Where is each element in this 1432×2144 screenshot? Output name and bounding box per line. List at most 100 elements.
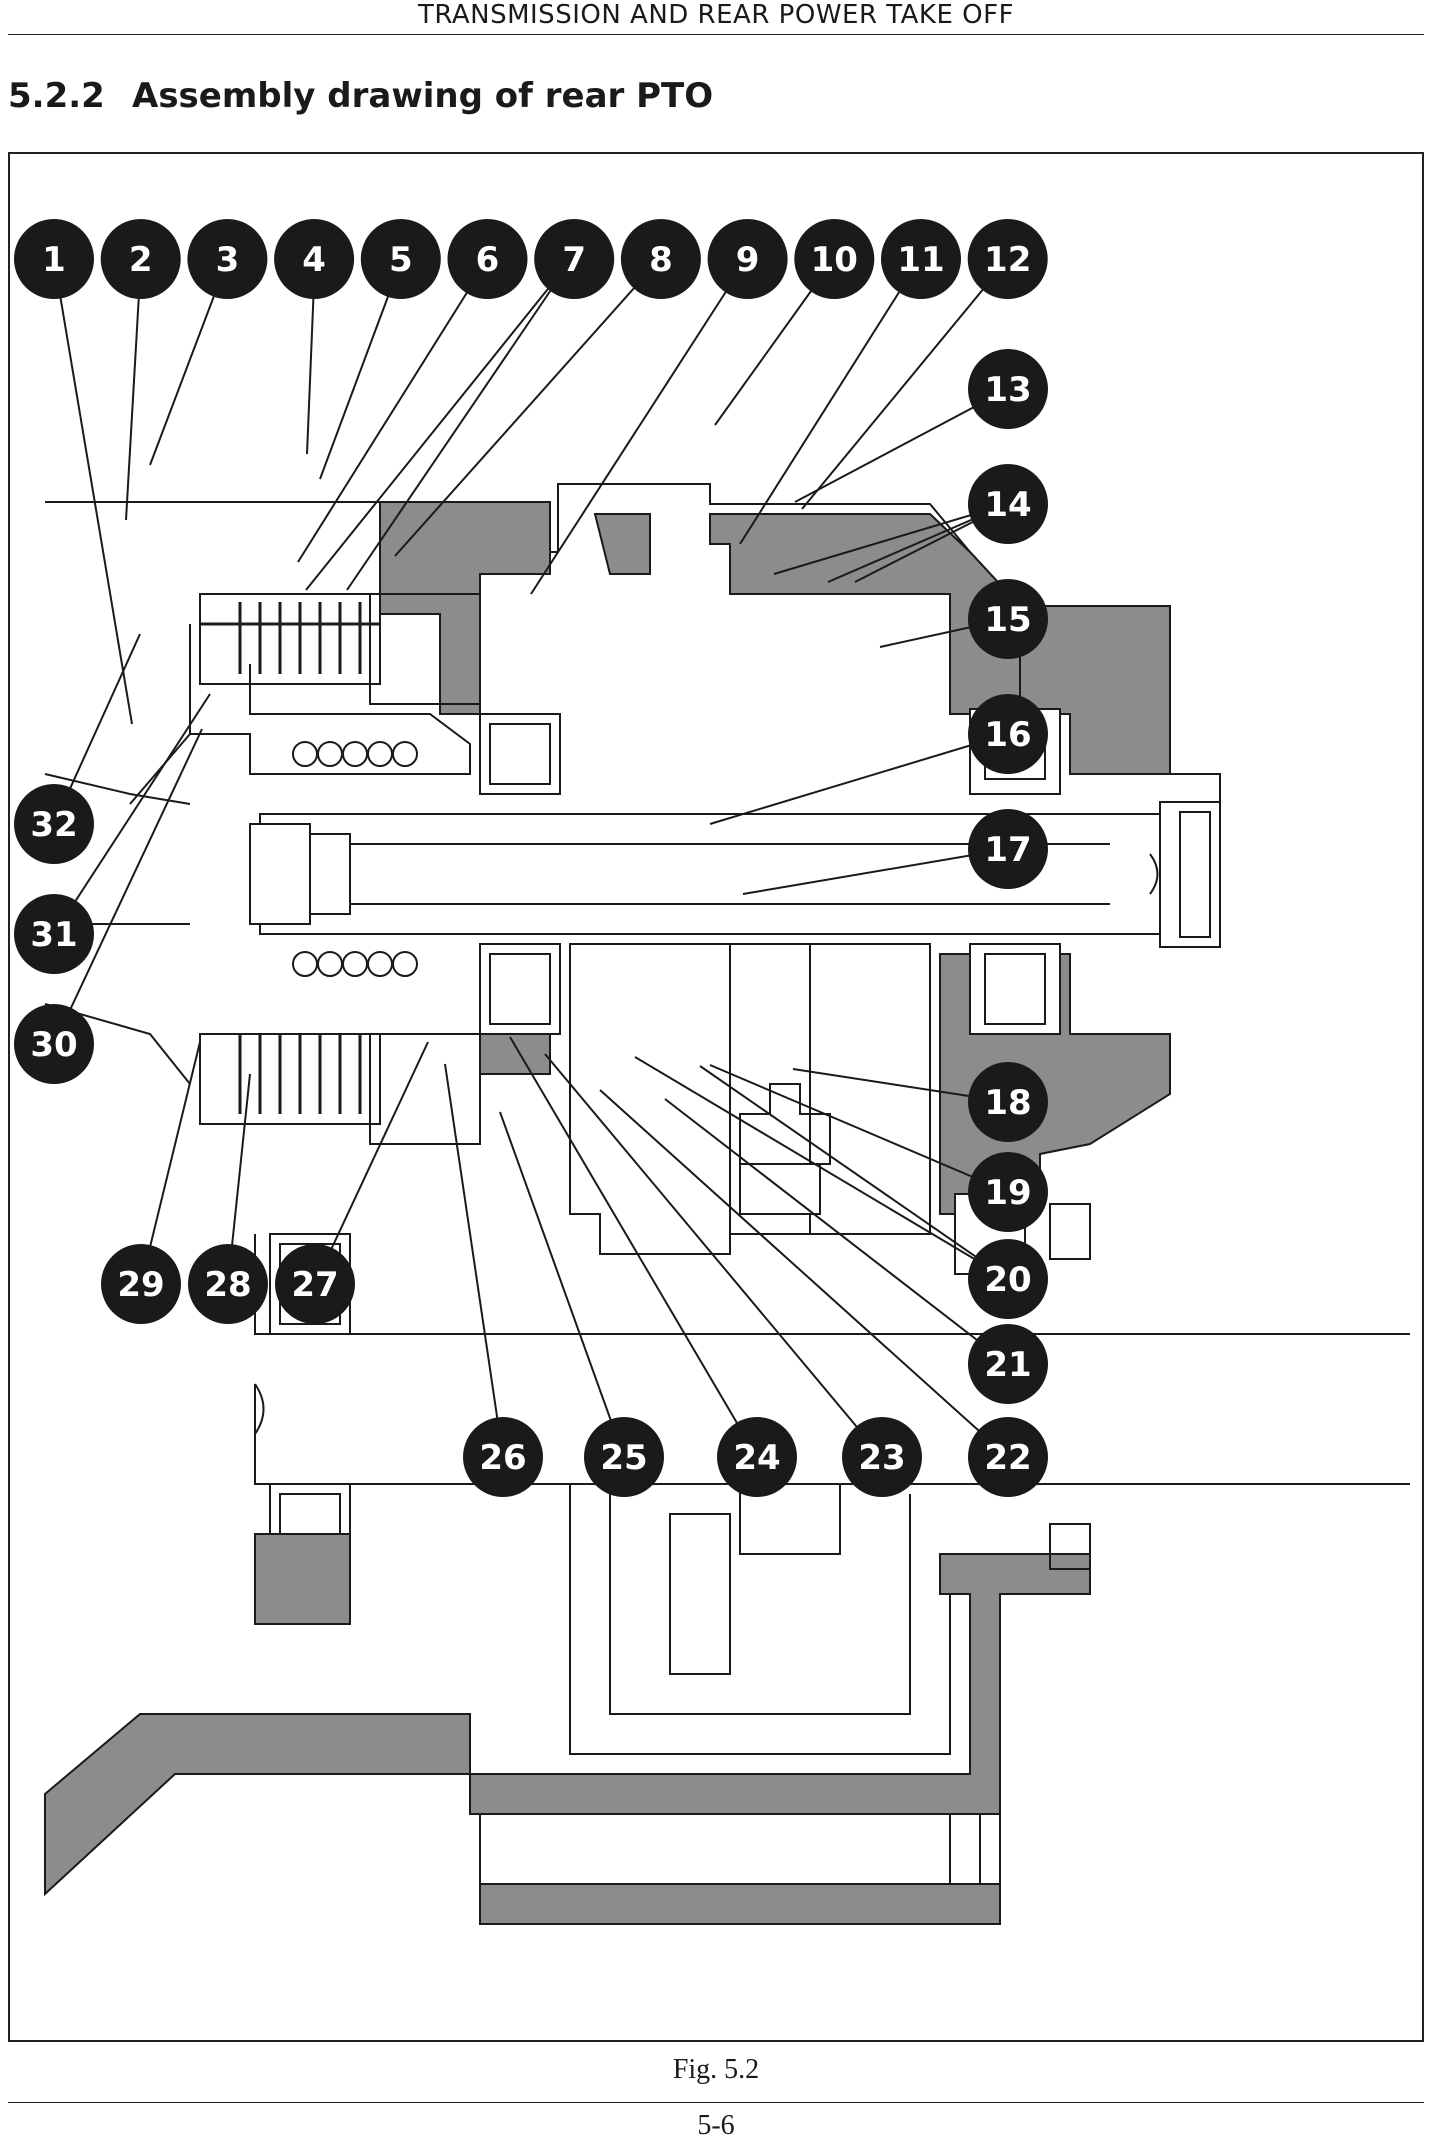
callout-label: 21 — [984, 1345, 1031, 1385]
running-header-title: TRANSMISSION AND REAR POWER TAKE OFF — [417, 0, 1015, 30]
callout-label: 1 — [42, 240, 66, 280]
callout-label: 24 — [733, 1438, 780, 1478]
callout-circle — [188, 1244, 268, 1324]
callout-circle — [794, 219, 875, 299]
callout-4: 4 — [274, 219, 355, 299]
callout-25: 25 — [584, 1417, 664, 1497]
callout-circle — [584, 1417, 664, 1497]
callout-label: 27 — [291, 1265, 338, 1305]
callout-label: 14 — [984, 485, 1031, 525]
callout-circle — [100, 219, 181, 299]
callout-label: 26 — [479, 1438, 526, 1478]
callout-circle — [360, 219, 441, 299]
callout-label: 5 — [389, 240, 413, 280]
callout-16: 16 — [968, 694, 1048, 774]
callout-circle — [968, 1324, 1048, 1404]
callout-label: 20 — [984, 1260, 1031, 1300]
figure-caption: Fig. 5.2 — [672, 2054, 760, 2085]
callout-circle — [842, 1417, 922, 1497]
callout-circle — [968, 464, 1048, 544]
callout-9: 9 — [707, 219, 788, 299]
callout-circle — [14, 894, 94, 974]
callout-label: 6 — [476, 240, 500, 280]
callout-5: 5 — [360, 219, 441, 299]
callout-label: 7 — [562, 240, 586, 280]
callout-circle — [968, 694, 1048, 774]
callout-label: 18 — [984, 1083, 1031, 1123]
callout-27: 27 — [275, 1244, 355, 1324]
running-header: TRANSMISSION AND REAR POWER TAKE OFF — [8, 0, 1424, 35]
callout-circle — [707, 219, 788, 299]
callout-circle — [968, 1152, 1048, 1232]
callout-3: 3 — [187, 219, 268, 299]
callout-circle — [968, 1417, 1048, 1497]
callout-label: 29 — [117, 1265, 164, 1305]
callout-label: 8 — [649, 240, 673, 280]
callout-label: 4 — [302, 240, 326, 280]
callout-circle — [620, 219, 701, 299]
callout-31: 31 — [14, 894, 94, 974]
callout-11: 11 — [881, 219, 961, 299]
callout-circle — [275, 1244, 355, 1324]
callout-19: 19 — [968, 1152, 1048, 1232]
footer-rule — [8, 2102, 1424, 2103]
callout-32: 32 — [14, 784, 94, 864]
callout-circle — [968, 349, 1048, 429]
drawing-linework — [44, 483, 1410, 1925]
callout-circle — [14, 219, 94, 299]
callout-23: 23 — [842, 1417, 922, 1497]
callout-13: 13 — [968, 349, 1048, 429]
callout-24: 24 — [717, 1417, 797, 1497]
callout-circle — [968, 809, 1048, 889]
section-title: Assembly drawing of rear PTO — [132, 76, 714, 116]
callout-15: 15 — [968, 579, 1048, 659]
callout-label: 17 — [984, 830, 1031, 870]
callout-18: 18 — [968, 1062, 1048, 1142]
callout-21: 21 — [968, 1324, 1048, 1404]
callout-circle — [717, 1417, 797, 1497]
callout-label: 22 — [984, 1438, 1031, 1478]
callout-circle — [187, 219, 268, 299]
callout-label: 19 — [984, 1173, 1031, 1213]
callout-label: 9 — [736, 240, 760, 280]
callout-circle — [447, 219, 528, 299]
callout-label: 23 — [858, 1438, 905, 1478]
callout-circle — [14, 784, 94, 864]
callout-label: 10 — [811, 240, 858, 280]
callout-label: 16 — [984, 715, 1031, 755]
callout-circle — [968, 1062, 1048, 1142]
callout-label: 3 — [216, 240, 240, 280]
callout-circle — [968, 1239, 1048, 1319]
callout-28: 28 — [188, 1244, 268, 1324]
callout-label: 11 — [897, 240, 944, 280]
section-number: 5.2.2 — [8, 76, 105, 116]
callout-circle — [101, 1244, 181, 1324]
callout-22: 22 — [968, 1417, 1048, 1497]
callout-circle — [14, 1004, 94, 1084]
callout-8: 8 — [620, 219, 701, 299]
callout-20: 20 — [968, 1239, 1048, 1319]
callout-circle — [967, 219, 1048, 299]
callout-1: 1 — [14, 219, 94, 299]
callout-30: 30 — [14, 1004, 94, 1084]
callout-10: 10 — [794, 219, 875, 299]
callout-14: 14 — [968, 464, 1048, 544]
callout-17: 17 — [968, 809, 1048, 889]
callout-12: 12 — [967, 219, 1048, 299]
callout-26: 26 — [463, 1417, 543, 1497]
callout-circle — [968, 579, 1048, 659]
callout-circle — [274, 219, 355, 299]
callout-label: 32 — [30, 805, 77, 845]
callout-29: 29 — [101, 1244, 181, 1324]
callout-label: 2 — [129, 240, 153, 280]
callout-label: 13 — [984, 370, 1031, 410]
callout-circle — [463, 1417, 543, 1497]
callout-label: 31 — [30, 915, 77, 955]
callout-label: 25 — [600, 1438, 647, 1478]
callout-circle — [534, 219, 615, 299]
callout-6: 6 — [447, 219, 528, 299]
callout-label: 30 — [30, 1025, 77, 1065]
callout-label: 15 — [984, 600, 1031, 640]
